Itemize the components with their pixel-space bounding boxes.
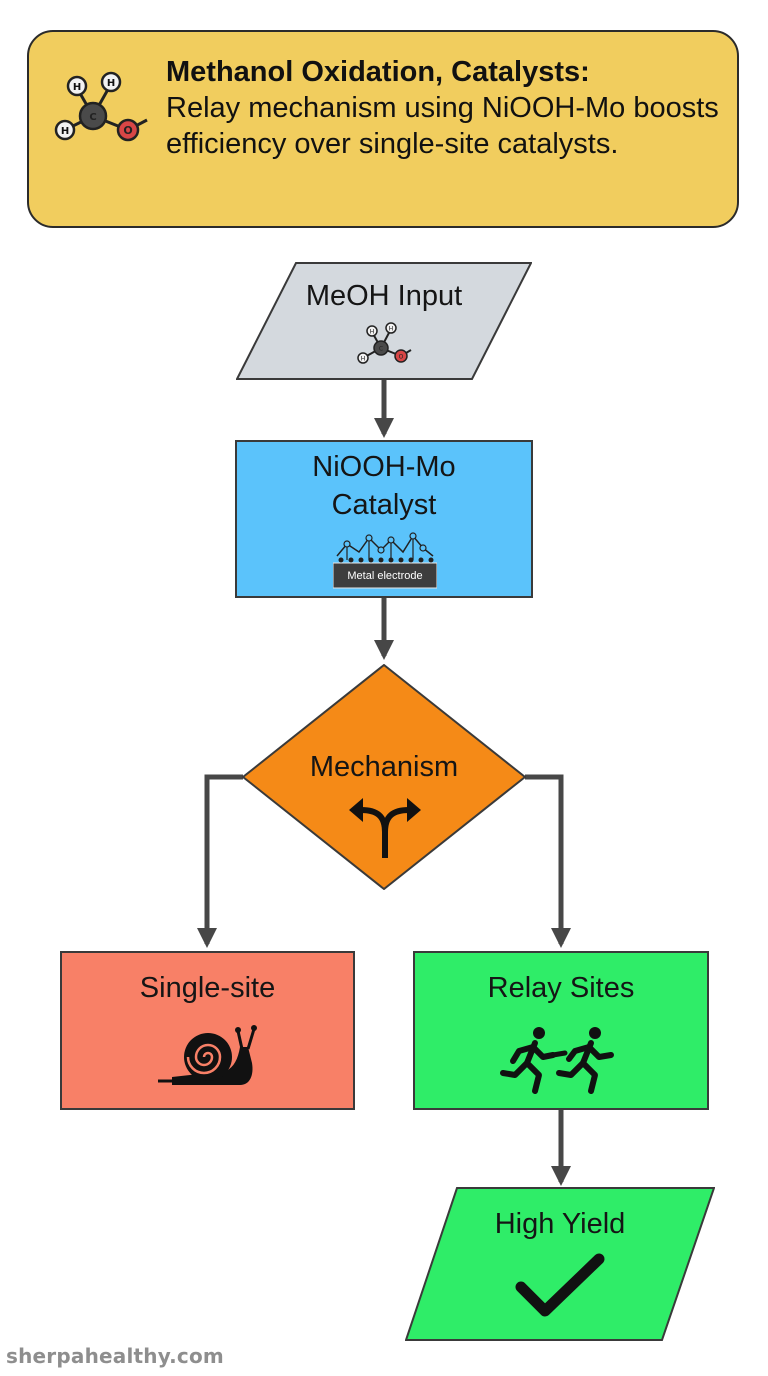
- catalyst-label-line1: NiOOH-Mo: [312, 451, 456, 483]
- atom-label: C: [379, 346, 383, 353]
- single-site-label: Single-site: [139, 972, 276, 1004]
- checkmark-icon: [515, 1253, 605, 1317]
- relay-runners-icon: [500, 1027, 614, 1094]
- mechanism-label: Mechanism: [309, 751, 459, 783]
- high-yield-label: High Yield: [494, 1208, 626, 1240]
- atom-label: O: [399, 354, 404, 361]
- catalyst-node: NiOOH-Mo Catalyst Metal electrode: [235, 440, 533, 598]
- single-site-node: Single-site: [60, 951, 355, 1110]
- diamond-shape: [242, 664, 526, 890]
- catalyst-label-line2: Catalyst: [331, 489, 437, 521]
- atom-label: H: [107, 78, 115, 89]
- watermark-text: sherpahealthy.com: [6, 1344, 224, 1368]
- meoh-input-node: MeOH Input H H H C O: [236, 262, 532, 380]
- header-body: Relay mechanism using NiOOH-Mo boosts ef…: [166, 92, 719, 160]
- high-yield-node: High Yield: [405, 1187, 715, 1341]
- split-arrow-icon: [349, 798, 421, 858]
- atom-label: C: [89, 112, 96, 123]
- header-text: Methanol Oxidation, Catalysts: Relay mec…: [166, 54, 726, 162]
- relay-sites-label: Relay Sites: [487, 972, 635, 1004]
- catalyst-surface-icon: Metal electrode: [333, 532, 437, 589]
- electrode-caption: Metal electrode: [347, 570, 422, 582]
- header-banner: H H H C O Methanol Oxidation, Catalysts:…: [27, 30, 739, 228]
- mechanism-node: Mechanism: [242, 664, 526, 890]
- atom-label: H: [73, 82, 81, 93]
- relay-sites-node: Relay Sites: [413, 951, 709, 1110]
- atom-label: O: [123, 124, 132, 137]
- methanol-molecule-icon: H H H C O: [357, 322, 412, 364]
- arrow-mechanism-to-relay: [525, 774, 571, 948]
- atom-label: H: [389, 326, 394, 333]
- methanol-molecule-icon: H H H C O: [54, 71, 148, 142]
- snail-icon: [158, 1025, 257, 1085]
- atom-label: H: [361, 356, 366, 363]
- atom-label: H: [61, 126, 69, 137]
- arrow-mechanism-to-single-site: [197, 774, 243, 948]
- header-title: Methanol Oxidation, Catalysts:: [166, 56, 590, 88]
- parallelogram-shape: [236, 262, 532, 380]
- parallelogram-shape: [405, 1187, 715, 1341]
- meoh-input-label: MeOH Input: [305, 280, 463, 312]
- atom-label: H: [370, 329, 375, 336]
